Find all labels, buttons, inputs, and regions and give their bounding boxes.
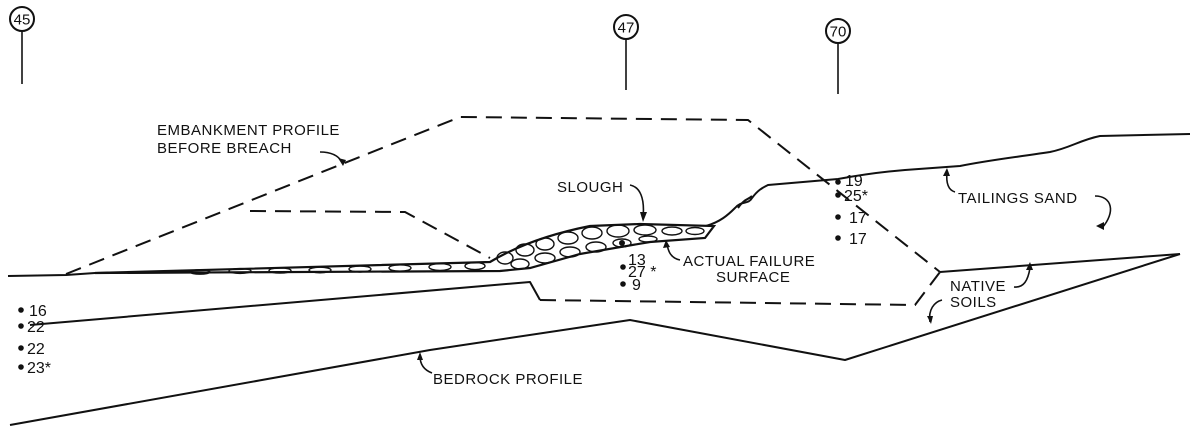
bh47-value: 9 (632, 277, 641, 294)
slough-label: SLOUGH (557, 179, 623, 196)
failure-base-dashed (539, 271, 941, 307)
bh45-value: 22 (27, 341, 45, 358)
embankment-outer-profile (65, 115, 941, 275)
bh70-value: 17 (849, 231, 867, 248)
tailings-sand-label: TAILINGS SAND (958, 190, 1078, 207)
native-soils-top (29, 281, 541, 326)
bh70-value: 25* (844, 188, 868, 205)
borehole-45-label: 45 (14, 12, 31, 29)
native-leader-arrow (1013, 267, 1031, 288)
bh45-value: 22 (27, 319, 45, 336)
bh70-value: 17 (849, 210, 867, 227)
bh47-value: 13 (628, 252, 646, 269)
native-soils-right-top (939, 253, 1181, 273)
embankment-label-line2: BEFORE BREACH (157, 140, 292, 157)
embankment-leader-arrow (319, 151, 343, 163)
embankment-label-line1: EMBANKMENT PROFILE (157, 122, 340, 139)
bh45-value: 23* (27, 360, 51, 377)
borehole-45-marker: 45 (9, 6, 35, 84)
embankment-inner-profile (249, 210, 491, 259)
borehole-70-marker: 70 (825, 18, 851, 94)
tailings-surface (705, 133, 1191, 227)
bedrock-profile (9, 253, 1181, 426)
bedrock-profile-label: BEDROCK PROFILE (433, 371, 583, 388)
borehole-70-label: 70 (830, 24, 847, 41)
borehole-47-marker: 47 (613, 14, 639, 90)
bh70-value: 19 (845, 173, 863, 190)
scarp-line (737, 195, 753, 209)
tailings-right-leader-arrow (1094, 195, 1112, 229)
native-soils-label-line1: NATIVE (950, 278, 1006, 295)
slough-sample-dot (619, 240, 625, 246)
bh45-value: 16 (29, 303, 47, 320)
borehole-45-values: 16 22 22 23* (18, 303, 51, 377)
failure-label-line2: SURFACE (716, 269, 790, 286)
failure-label-line1: ACTUAL FAILURE (683, 253, 815, 270)
native-soils-label-line2: SOILS (950, 294, 997, 311)
borehole-47-values: 13 27 * 9 (620, 252, 656, 294)
slough-texture (189, 224, 705, 275)
bh47-value: 27 * (628, 264, 656, 281)
borehole-70-values: 19 25* 17 17 (835, 173, 868, 248)
borehole-47-label: 47 (618, 20, 635, 37)
